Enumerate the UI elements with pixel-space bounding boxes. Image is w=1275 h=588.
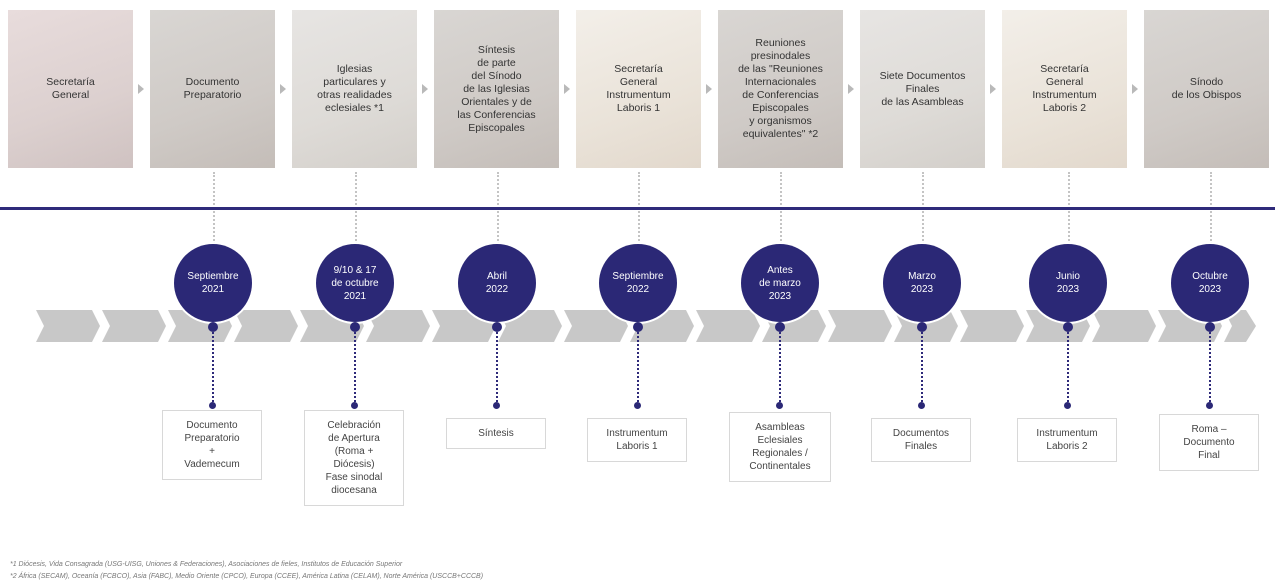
stage-connector-arrow — [138, 84, 144, 94]
output-box-documento-preparatorio: Documento Preparatorio + Vademecum — [162, 410, 262, 480]
output-connector-dotted — [921, 332, 923, 402]
output-box-documentos-finales: Documentos Finales — [871, 418, 971, 462]
milestone-date-circle: Septiembre 2022 — [599, 244, 677, 322]
stage-card-secretaria-general: Secretaría General — [8, 10, 133, 168]
stage-card-instrumentum-laboris-1: Secretaría General Instrumentum Laboris … — [576, 10, 701, 168]
output-box-asambleas-continentales: Asambleas Eclesiales Regionales / Contin… — [729, 412, 831, 482]
footnote-1: *1 Diócesis, Vida Consagrada (USG-UISG, … — [10, 561, 403, 568]
chevron-segment — [234, 310, 298, 342]
milestone-date-circle: 9/10 & 17 de octubre 2021 — [316, 244, 394, 322]
timeline-rule — [0, 207, 1275, 210]
output-pin — [1064, 402, 1071, 409]
output-pin — [776, 402, 783, 409]
chevron-segment — [366, 310, 430, 342]
milestone-pin — [633, 322, 643, 332]
milestone-date-circle: Marzo 2023 — [883, 244, 961, 322]
output-connector-dotted — [212, 332, 214, 402]
output-connector-dotted — [637, 332, 639, 402]
stage-connector-arrow — [706, 84, 712, 94]
output-connector-dotted — [1067, 332, 1069, 402]
milestone-date-circle: Antes de marzo 2023 — [741, 244, 819, 322]
milestone-date-circle: Junio 2023 — [1029, 244, 1107, 322]
stage-connector-arrow — [1132, 84, 1138, 94]
chevron-segment — [1092, 310, 1156, 342]
milestone-date-circle: Octubre 2023 — [1171, 244, 1249, 322]
stage-card-iglesias-particulares: Iglesias particulares y otras realidades… — [292, 10, 417, 168]
milestone-pin — [492, 322, 502, 332]
milestone-pin — [350, 322, 360, 332]
output-box-documento-final: Roma – Documento Final — [1159, 414, 1259, 471]
stage-card-sintesis: Síntesis de parte del Sínodo de las Igle… — [434, 10, 559, 168]
output-pin — [351, 402, 358, 409]
stage-connector-arrow — [564, 84, 570, 94]
chevron-segment — [696, 310, 760, 342]
output-pin — [493, 402, 500, 409]
stage-connector-arrow — [422, 84, 428, 94]
stage-card-reuniones-presinodales: Reuniones presinodales de las "Reuniones… — [718, 10, 843, 168]
stage-card-documento-preparatorio: Documento Preparatorio — [150, 10, 275, 168]
milestone-pin — [208, 322, 218, 332]
milestone-date-circle: Abril 2022 — [458, 244, 536, 322]
stage-connector-arrow — [280, 84, 286, 94]
output-box-instrumentum-laboris-1: Instrumentum Laboris 1 — [587, 418, 687, 462]
output-connector-dotted — [779, 332, 781, 402]
milestone-pin — [917, 322, 927, 332]
output-connector-dotted — [496, 332, 498, 402]
stage-card-instrumentum-laboris-2: Secretaría General Instrumentum Laboris … — [1002, 10, 1127, 168]
footnote-2: *2 África (SECAM), Oceanía (FCBCO), Asia… — [10, 573, 484, 580]
output-pin — [1206, 402, 1213, 409]
stage-connector-arrow — [848, 84, 854, 94]
chevron-segment — [36, 310, 100, 342]
chevron-segment — [102, 310, 166, 342]
milestone-date-circle: Septiembre 2021 — [174, 244, 252, 322]
output-box-sintesis: Síntesis — [446, 418, 546, 449]
output-pin — [634, 402, 641, 409]
milestone-pin — [1063, 322, 1073, 332]
stage-card-sinodo-obispos: Sínodo de los Obispos — [1144, 10, 1269, 168]
chevron-segment — [564, 310, 628, 342]
milestone-pin — [775, 322, 785, 332]
output-connector-dotted — [1209, 332, 1211, 402]
output-pin — [918, 402, 925, 409]
stage-connector-arrow — [990, 84, 996, 94]
output-box-instrumentum-laboris-2: Instrumentum Laboris 2 — [1017, 418, 1117, 462]
milestone-pin — [1205, 322, 1215, 332]
chevron-segment — [828, 310, 892, 342]
output-pin — [209, 402, 216, 409]
stage-card-siete-documentos-finales: Siete Documentos Finales de las Asamblea… — [860, 10, 985, 168]
chevron-segment — [960, 310, 1024, 342]
output-connector-dotted — [354, 332, 356, 402]
chevron-segment — [1224, 310, 1256, 342]
output-box-celebracion-apertura: Celebración de Apertura (Roma + Diócesis… — [304, 410, 404, 506]
